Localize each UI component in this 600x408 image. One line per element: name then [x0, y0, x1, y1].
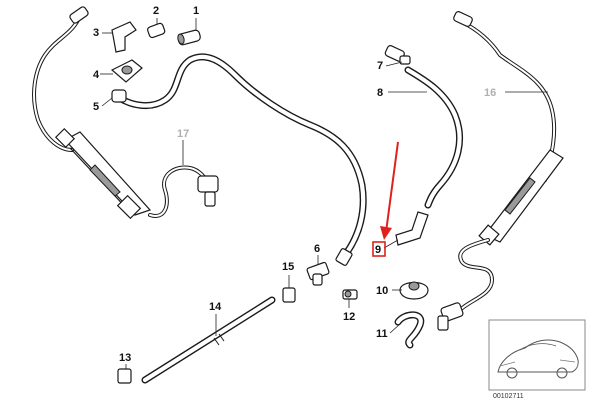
callout-1: 1: [193, 5, 199, 17]
part-12-check-valve: [342, 289, 358, 308]
callout-15: 15: [282, 261, 294, 273]
callout-12: 12: [343, 311, 355, 323]
part-4-grommet: [100, 59, 143, 83]
part-10-grommet: [392, 281, 429, 300]
callout-17: 17: [177, 128, 189, 140]
part-15-connector: [282, 275, 296, 303]
callout-9: 9: [375, 244, 381, 256]
callout-5: 5: [93, 101, 99, 113]
callout-3: 3: [93, 27, 99, 39]
part-13-elbow: [117, 364, 132, 384]
part-8-hose: [388, 66, 464, 209]
part-3-elbow: [102, 21, 137, 53]
callout-14: 14: [209, 301, 222, 313]
part-7-elbow: [384, 45, 411, 67]
part-6-t-connector: [306, 255, 330, 286]
callout-10: 10: [376, 285, 388, 297]
part-11-hose: [389, 311, 425, 349]
callout-13: 13: [119, 352, 131, 364]
part-14-hose: [141, 296, 276, 384]
part-9-elbow: [383, 211, 429, 249]
part-1-cap: [177, 18, 201, 46]
callout-2: 2: [153, 5, 159, 17]
car-thumbnail: 00102711: [488, 319, 586, 400]
callout-4: 4: [93, 69, 100, 81]
callout-6: 6: [314, 243, 320, 255]
right-washer-nozzle-assembly: [437, 11, 564, 331]
callout-7: 7: [377, 60, 383, 72]
part-5-hose: [101, 53, 367, 266]
part-2-connector: [147, 18, 166, 39]
highlight-box: [372, 241, 386, 257]
callout-8: 8: [377, 87, 383, 99]
callout-11: 11: [376, 328, 388, 340]
diagram-code: 00102711: [493, 393, 524, 400]
left-washer-nozzle-assembly: [32, 6, 219, 220]
highlight-arrow: [380, 141, 399, 240]
callout-16: 16: [484, 87, 496, 99]
